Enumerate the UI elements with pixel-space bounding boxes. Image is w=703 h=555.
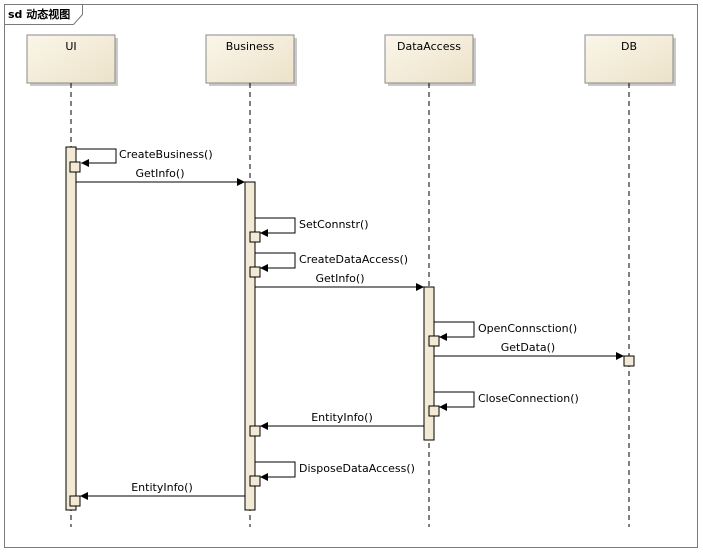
lifeline-label: Business [226, 40, 275, 53]
lifeline-dataaccess: DataAccess [384, 34, 476, 527]
message-close-connection: CloseConnection() [434, 391, 579, 411]
activation-bar-ui [65, 146, 77, 511]
message-arrow [76, 148, 117, 167]
message-label: GetInfo() [135, 167, 184, 180]
lifeline-label: DB [621, 40, 637, 53]
activation-bar-business [244, 181, 256, 511]
execution-box-db [623, 355, 635, 367]
execution-box-business [249, 425, 261, 437]
message-label: SetConnstr() [299, 218, 369, 231]
lifeline-label: DataAccess [397, 40, 461, 53]
execution-box-dataaccess [428, 335, 440, 347]
diagram-frame [4, 4, 698, 548]
lifeline-box [384, 34, 474, 84]
message-label: EntityInfo() [131, 481, 193, 494]
lifeline-db: DB [584, 34, 676, 527]
message-open-connection: OpenConnsction() [434, 321, 577, 341]
message-label: OpenConnsction() [478, 322, 577, 335]
message-setconnstr: SetConnstr() [255, 217, 369, 237]
message-entityinfo-1: EntityInfo() [260, 411, 424, 430]
frame-title-tab [4, 4, 83, 25]
execution-box-business [249, 266, 261, 278]
message-label: CreateDataAccess() [299, 253, 408, 266]
lifeline-ui: UI [26, 34, 118, 527]
message-arrow [255, 252, 296, 272]
message-getinfo-1: GetInfo() [76, 167, 245, 186]
lifeline-box [205, 34, 295, 84]
message-label: EntityInfo() [311, 411, 373, 424]
lifeline-label: UI [65, 40, 76, 53]
message-label: GetInfo() [315, 272, 364, 285]
message-label: DisposeDataAccess() [299, 462, 415, 475]
message-arrow [434, 391, 475, 411]
execution-box-business [249, 231, 261, 243]
message-getinfo-2: GetInfo() [255, 272, 424, 291]
activations-layer [65, 146, 635, 511]
messages-layer: CreateBusiness() GetInfo() SetConnstr() Cre… [76, 148, 624, 500]
message-dispose-dataaccess: DisposeDataAccess() [255, 461, 415, 481]
message-arrow [434, 321, 475, 341]
activation-bar-dataaccess [423, 286, 435, 441]
message-label: CloseConnection() [478, 392, 579, 405]
lifeline-box [584, 34, 674, 84]
execution-box-dataaccess [428, 405, 440, 417]
message-arrow [255, 461, 296, 481]
lifeline-box [26, 34, 116, 84]
lifelines-layer: UI Business DataAccess DB [26, 34, 676, 527]
message-label: GetData() [501, 341, 555, 354]
execution-box-ui [69, 495, 81, 507]
message-create-dataaccess: CreateDataAccess() [255, 252, 408, 272]
execution-box-business [249, 475, 261, 487]
message-getdata: GetData() [434, 341, 624, 360]
message-arrow [255, 217, 296, 237]
message-label: CreateBusiness() [119, 148, 213, 161]
message-entityinfo-2: EntityInfo() [80, 481, 245, 500]
execution-box-ui [69, 161, 81, 173]
frame-title: sd 动态视图 [8, 7, 70, 21]
message-create-business: CreateBusiness() [76, 148, 213, 167]
